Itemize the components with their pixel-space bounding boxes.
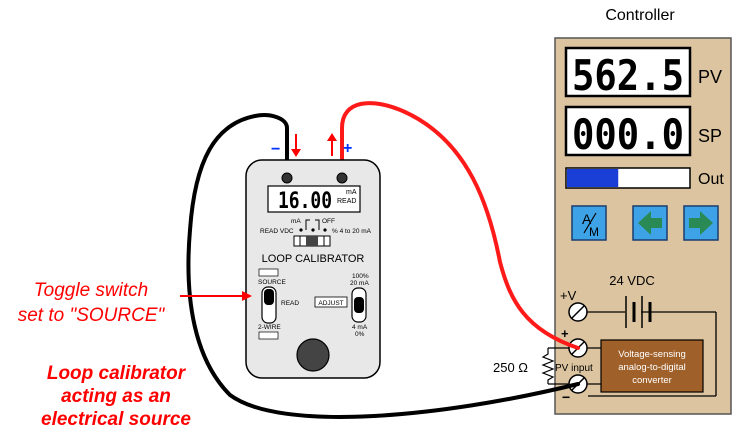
calibrator-minus-jack[interactable] <box>281 172 293 184</box>
converter-line3: converter <box>632 375 672 386</box>
read-label: READ <box>281 300 299 307</box>
annotation-toggle-line1: Toggle switch <box>34 280 148 301</box>
pv-value: 562.5 <box>572 51 684 100</box>
resistor-icon <box>541 347 569 385</box>
current-arrow-up-icon <box>327 133 337 156</box>
mode-selector-ticks <box>305 219 320 230</box>
calibrator-plus-jack[interactable] <box>336 172 348 184</box>
minus-label: − <box>562 389 570 405</box>
plus-v-label: +V <box>560 288 577 303</box>
mode-ma-label: mA <box>291 218 301 225</box>
mode-selector-switch[interactable] <box>293 235 331 247</box>
sp-label: SP <box>698 126 722 146</box>
converter-line2: analog-to-digital <box>618 362 686 373</box>
ma20-label: 20 mA <box>350 280 369 287</box>
loop-calibrator-body <box>245 159 381 379</box>
controller-title: Controller <box>605 7 675 24</box>
pv-label: PV <box>698 67 722 87</box>
adc-converter-box <box>600 339 704 393</box>
resistor-label: 250 Ω <box>493 360 528 375</box>
calibrator-display-unit: mA <box>346 189 357 196</box>
annotation-acting-line3: electrical source <box>41 409 191 430</box>
annotation-toggle-line2: set to "SOURCE" <box>18 305 166 326</box>
pct0-label: 0% <box>355 331 365 338</box>
red-wire <box>340 101 580 350</box>
mode-read-vdc-label: READ VDC <box>260 228 294 235</box>
sp-display <box>564 105 692 157</box>
sp-value: 000.0 <box>572 110 684 159</box>
pv-display <box>564 46 692 98</box>
converter-line1: Voltage-sensing <box>618 349 686 360</box>
annotation-arrow-icon <box>180 291 252 301</box>
battery-icon <box>625 296 652 328</box>
output-bar-fill <box>567 169 619 187</box>
terminal-plus-v[interactable] <box>568 302 588 322</box>
annotation-acting-line1: Loop calibrator <box>47 363 187 384</box>
out-label: Out <box>698 171 724 188</box>
mode-dot <box>299 228 303 232</box>
adjust-button[interactable]: ADJUST <box>314 296 348 308</box>
adjust-label: ADJUST <box>318 300 343 307</box>
internal-wiring <box>578 311 717 397</box>
pv-input-label: PV input <box>555 363 593 374</box>
left-arrow-icon <box>638 211 662 235</box>
ma4-label: 4 mA <box>352 324 368 331</box>
adjust-knob[interactable] <box>296 338 330 372</box>
calibrator-display-value: 16.00 <box>278 189 332 214</box>
calibrator-title: LOOP CALIBRATOR <box>262 253 365 265</box>
polarity-minus: − <box>271 141 280 158</box>
source-label: SOURCE <box>258 279 286 286</box>
mode-percent-label: % 4 to 20 mA <box>332 228 372 235</box>
two-wire-label: 2-WIRE <box>258 324 281 331</box>
calibrator-display-mode: READ <box>337 198 356 205</box>
auto-manual-button[interactable]: A M <box>571 205 607 241</box>
supply-label: 24 VDC <box>609 273 655 288</box>
am-button-a: A <box>582 211 592 227</box>
current-arrow-down-icon <box>291 134 301 157</box>
plus-label: + <box>561 326 569 341</box>
small-label-plate <box>258 268 279 277</box>
mode-dot <box>311 228 315 232</box>
right-arrow-icon <box>689 211 713 235</box>
mode-dot <box>323 228 327 232</box>
increase-button[interactable] <box>683 205 719 241</box>
black-wire <box>186 113 580 419</box>
polarity-plus: + <box>343 140 352 157</box>
annotation-acting-line2: acting as an <box>61 386 171 407</box>
am-button-m: M <box>589 225 599 239</box>
source-read-toggle-switch[interactable] <box>261 286 277 324</box>
pct100-label: 100% <box>352 273 369 280</box>
range-adjust-switch[interactable] <box>351 287 367 323</box>
decrease-button[interactable] <box>632 205 668 241</box>
small-label-plate <box>258 331 279 340</box>
calibrator-display <box>267 185 361 213</box>
mode-off-label: OFF <box>322 218 335 225</box>
